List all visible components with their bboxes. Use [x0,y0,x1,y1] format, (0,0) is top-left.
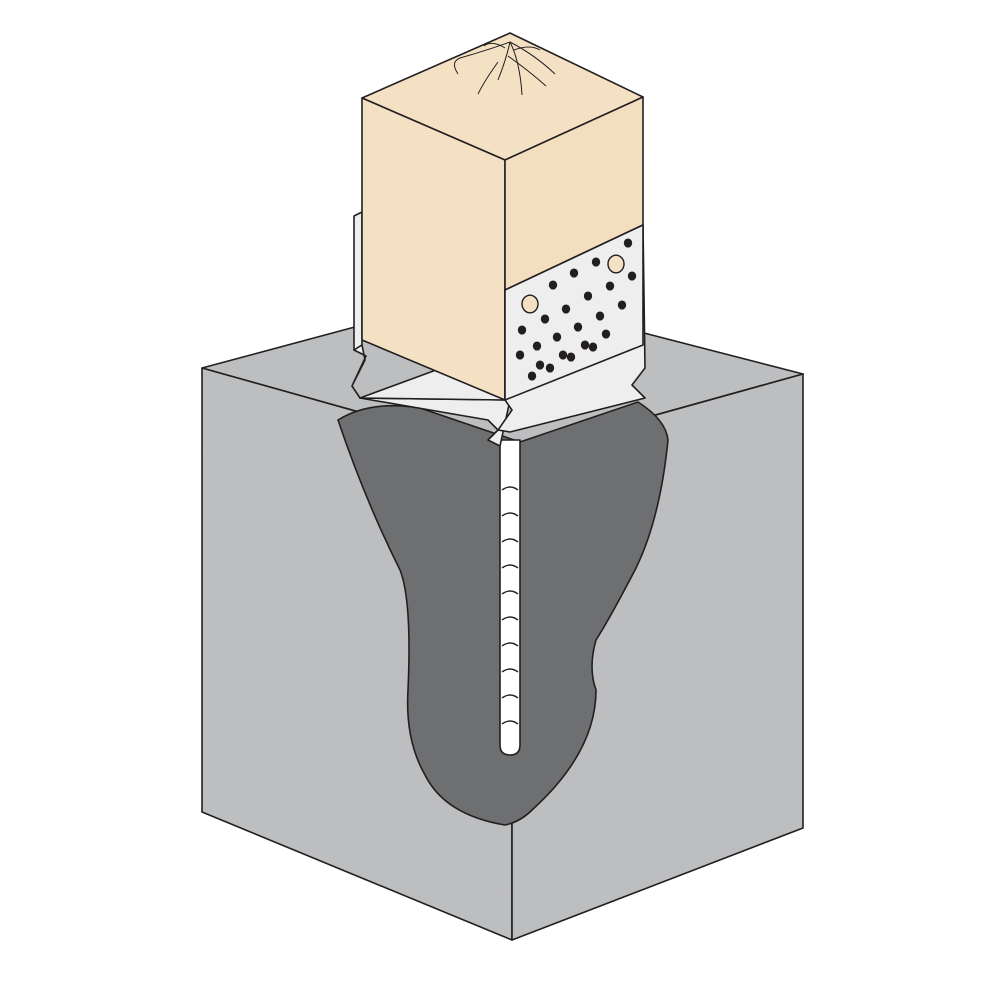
bracket-holes [515,238,637,381]
rebar-rib [501,538,519,543]
bracket-hole [569,268,579,278]
rebar-rib [501,668,519,673]
end-grain-cracks [454,41,556,96]
bracket-hole [588,342,598,352]
rebar-rib [501,642,519,647]
rebar-rib [501,616,519,621]
bracket-hole [552,332,562,342]
bracket-hole [595,311,605,321]
bracket-hole [540,314,550,324]
bracket-hole [617,300,627,310]
bracket-hole [517,325,527,335]
rebar-ribs [501,486,519,725]
rebar-anchor-icon [499,439,521,756]
rebar-rib [501,564,519,569]
bracket-front-plate [497,224,646,433]
timber-post-icon [361,32,644,401]
rebar-rib [501,486,519,491]
bracket-hole [521,294,539,314]
bracket-hole [601,329,611,339]
bracket-hole [583,291,593,301]
rebar-body [499,439,521,756]
bracket-hole [566,352,576,362]
bracket-hole [558,350,568,360]
bracket-hole [515,350,525,360]
rebar-rib [501,512,519,517]
rebar-rib [501,694,519,699]
bracket-hole [532,341,542,351]
bracket-base-plate [351,344,511,447]
rebar-rib [501,590,519,595]
rebar-rib [501,720,519,725]
bracket-hole [527,371,537,381]
bracket-hole [580,340,590,350]
bracket-hole [627,271,637,281]
bracket-back-plate [353,211,363,351]
bracket-hole [591,257,601,267]
bracket-hole [545,363,555,373]
bracket-hole [573,322,583,332]
bracket-hole [623,238,633,248]
bracket-hole [535,360,545,370]
bracket-hole [605,281,615,291]
bracket-hole [607,254,625,274]
bracket-hole [548,280,558,290]
bracket-hole [561,304,571,314]
